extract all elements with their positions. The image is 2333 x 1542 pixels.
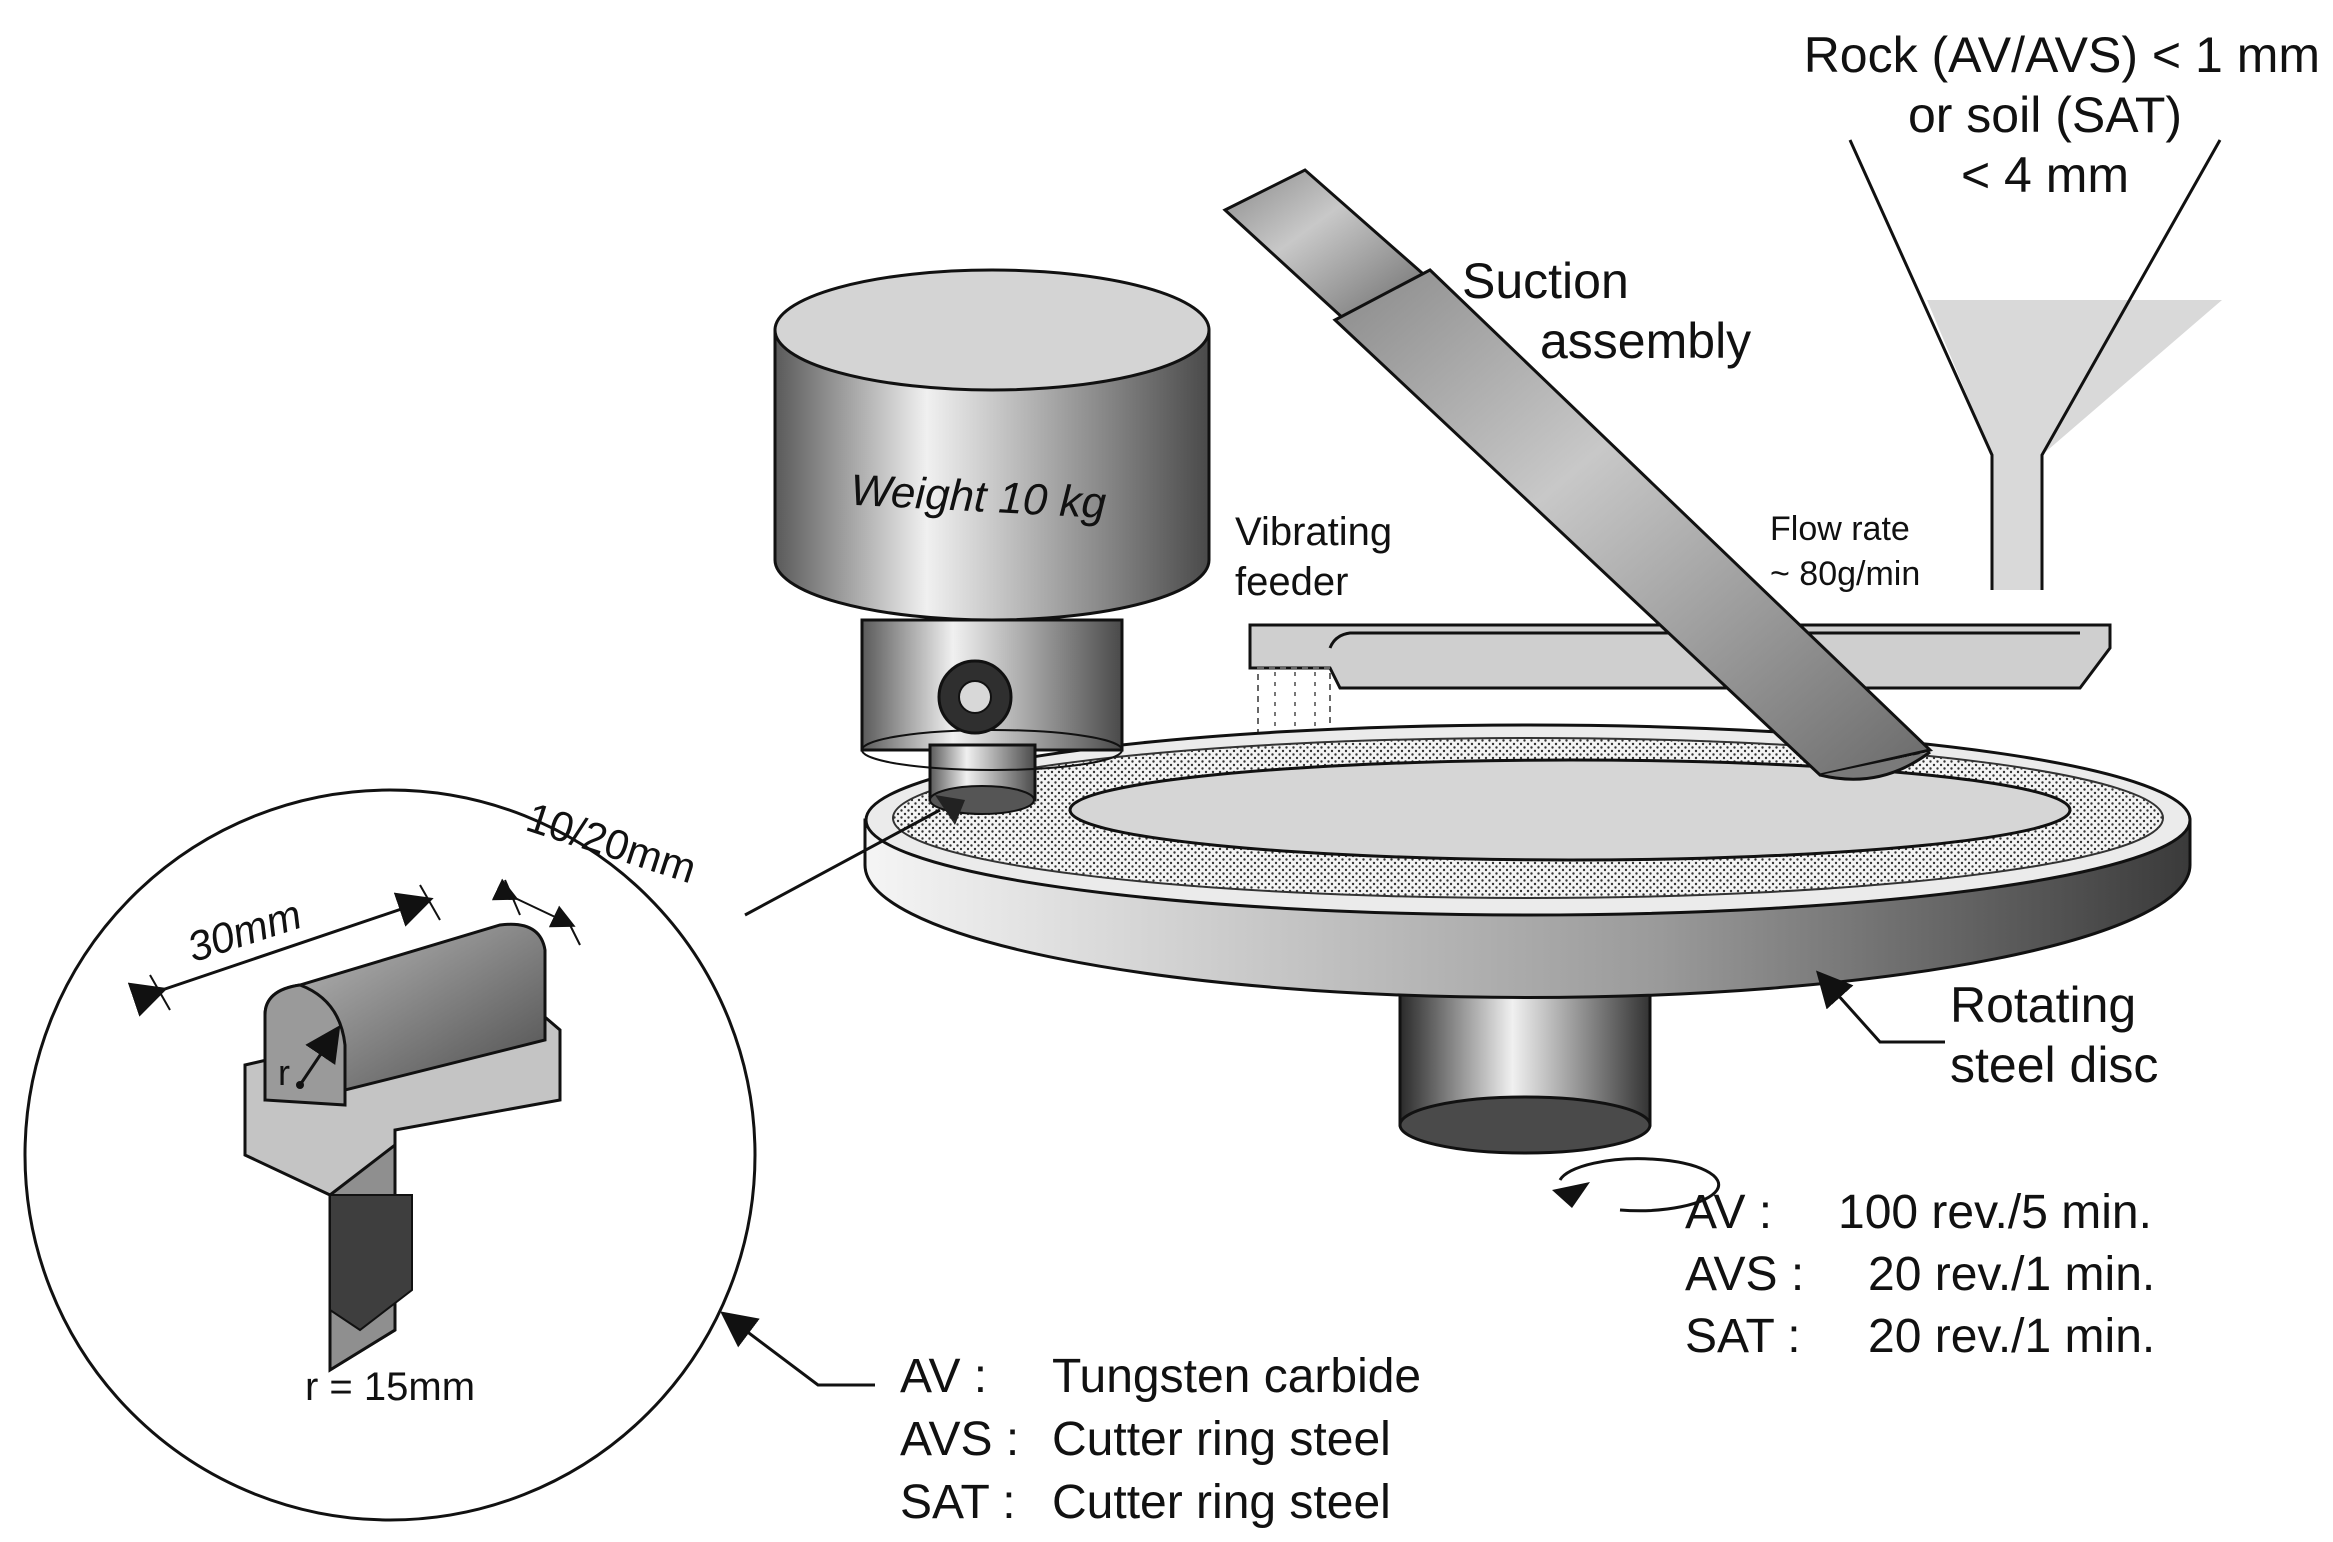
weight-cylinder [773,268,1211,825]
rotating-steel-disc [863,723,2192,999]
vibrating-feeder-tray [1248,623,2112,779]
tool-radius-symbol: r [278,1052,290,1093]
tool-detail-magnifier [23,788,941,1522]
leader-lines [720,970,1945,1387]
material-value-avs: Cutter ring steel [1052,1413,1391,1466]
suction-assembly-tube [1222,168,1934,781]
cutting-tool [127,878,581,1373]
rotation-speeds: AV : 100 rev./5 min. AVS : 20 rev./1 min… [1685,1186,2155,1363]
feeder-label-line2: feeder [1235,560,1348,604]
flow-rate-label-line1: Flow rate [1770,510,1910,548]
hopper-funnel [1848,139,2222,590]
hopper-label-line3: < 4 mm [1961,147,2129,203]
tool-materials: AV : Tungsten carbide AVS : Cutter ring … [900,1350,1421,1529]
hopper-label-line1: Rock (AV/AVS) < 1 mm [1804,27,2320,83]
material-value-sat: Cutter ring steel [1052,1476,1391,1529]
speed-code-avs: AVS : [1685,1248,1804,1301]
flow-rate-label-line2: ~ 80g/min [1770,555,1920,593]
speed-code-sat: SAT : [1685,1310,1801,1363]
material-value-av: Tungsten carbide [1052,1350,1421,1403]
speed-value-avs: 20 rev./1 min. [1868,1248,2155,1301]
suction-label-line2: assembly [1540,313,1751,369]
suction-label-line1: Suction [1462,253,1629,309]
speed-code-av: AV : [1685,1186,1772,1239]
disc-label-line1: Rotating [1950,977,2136,1033]
disc-label-line2: steel disc [1950,1037,2158,1093]
rotation-arrow [1552,1157,1721,1213]
tool-radius-label: r = 15mm [305,1365,475,1409]
material-code-avs: AVS : [900,1413,1019,1466]
material-code-sat: SAT : [900,1476,1016,1529]
speed-value-sat: 20 rev./1 min. [1868,1310,2155,1363]
material-code-av: AV : [900,1350,987,1403]
hopper-label-line2: or soil (SAT) [1908,87,2182,143]
speed-value-av: 100 rev./5 min. [1838,1186,2152,1239]
feeder-label-line1: Vibrating [1235,510,1392,554]
